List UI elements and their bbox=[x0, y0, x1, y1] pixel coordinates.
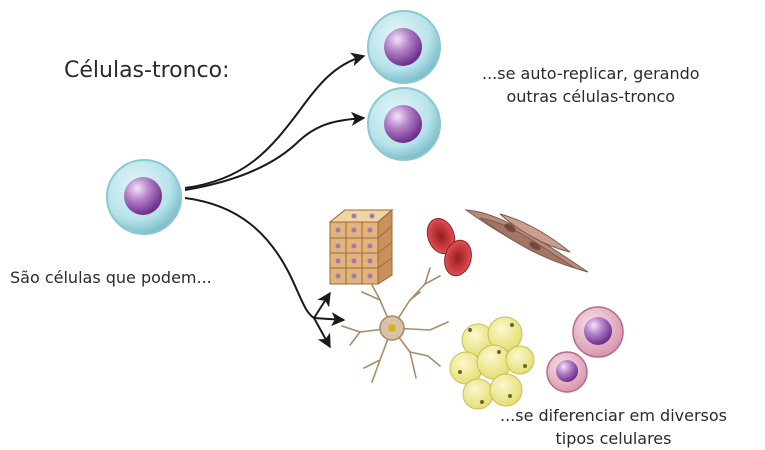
arrows bbox=[185, 56, 364, 347]
stem-cell-top bbox=[368, 11, 440, 83]
neuron bbox=[342, 268, 448, 382]
epithelial-cells bbox=[330, 210, 392, 284]
differentiation-caption: ...se diferenciar em diversos tipos celu… bbox=[500, 404, 727, 450]
red-blood-cells bbox=[423, 215, 476, 279]
muscle-cells bbox=[466, 210, 588, 272]
arrow-branch-down bbox=[314, 318, 330, 347]
stem-cell-bottom bbox=[368, 88, 440, 160]
arrow-branch-right bbox=[314, 318, 344, 320]
differentiation-line-1: ...se diferenciar em diversos bbox=[500, 404, 727, 427]
arrow-to-differentiated bbox=[185, 198, 314, 318]
blood-cells bbox=[547, 307, 623, 392]
diagram-title: Células-tronco: bbox=[64, 58, 230, 83]
differentiation-line-2: tipos celulares bbox=[500, 427, 727, 450]
self-renewal-caption: ...se auto-replicar, gerando outras célu… bbox=[482, 62, 700, 108]
self-renewal-line-1: ...se auto-replicar, gerando bbox=[482, 62, 700, 85]
intro-text: São células que podem... bbox=[10, 268, 212, 287]
arrow-to-stem-cell-bottom bbox=[185, 118, 364, 190]
adipocytes bbox=[450, 317, 534, 409]
stem-cell-origin bbox=[107, 160, 181, 234]
self-renewal-line-2: outras células-tronco bbox=[482, 85, 700, 108]
arrow-branch-up bbox=[314, 293, 330, 318]
